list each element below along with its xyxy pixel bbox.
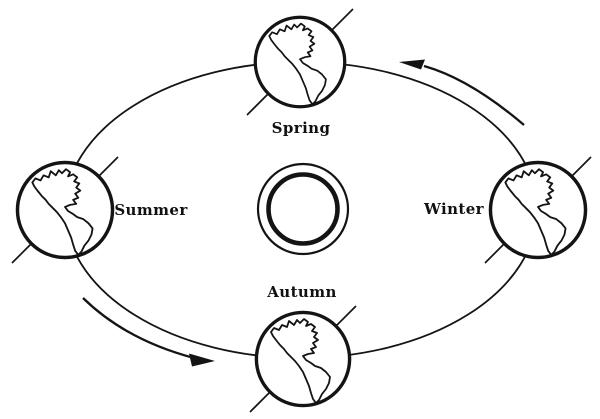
season-label-summer: Summer [114,201,188,219]
arrowhead-right-icon [189,353,215,367]
sun-outer-ring [256,162,350,256]
earth-globe-winter-icon [488,160,588,260]
arrowhead-left-icon [399,59,425,70]
season-label-spring: Spring [272,119,331,137]
orbit-direction-arrow-top-right-icon [399,59,525,126]
season-label-autumn: Autumn [266,283,337,301]
sun-inner-ring [266,172,340,246]
arrow-curve [423,64,525,126]
earth-globe-autumn-icon [254,310,352,408]
arrow-curve [82,297,195,360]
season-label-winter: Winter [423,200,485,218]
earth-globe-spring-icon [253,15,347,109]
earth-globe-summer-icon [15,160,115,260]
orbit-direction-arrow-bottom-left-icon [82,297,215,367]
sun-icon [256,162,350,256]
